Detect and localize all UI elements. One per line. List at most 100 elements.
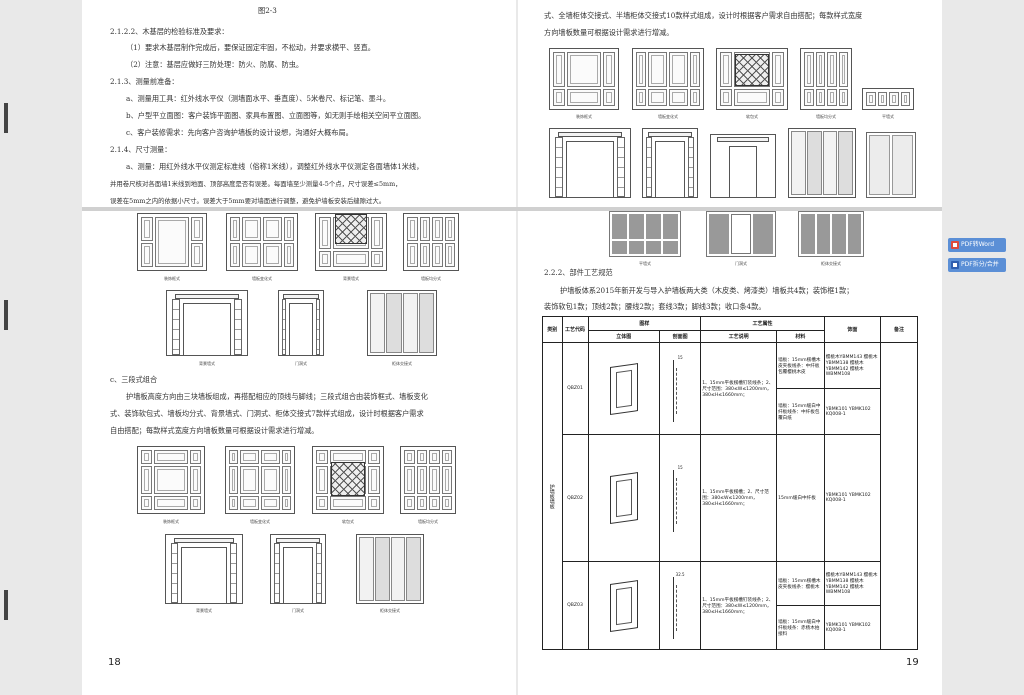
pdf-split-icon [951, 261, 959, 269]
text-line: c、客户装修需求：先向客户咨询护墙板的设计设想，沟通好大概布局。 [126, 128, 353, 137]
doorway-drawing [549, 128, 631, 198]
material-cell: 15mm缓白中纤板 [776, 434, 825, 562]
desc-cell: 1、15mm平板楞槽；2、尺寸范围：380≤W≤1200mm，380≤H≤166… [700, 434, 778, 562]
cabinet-drawing [356, 534, 424, 604]
header-desc: 工艺说明 [700, 330, 778, 343]
text-line: 护墙板体系2015年新开发与导入护墙板两大类（木皮类、烤漆类）墙板共4款；装饰框… [560, 286, 854, 295]
figure-caption: 墙板变化式 [252, 276, 272, 281]
material-cell: 墙板：15mm缓白中纤板线条：赤杨木拍接料 [776, 605, 825, 650]
remark-cell [880, 342, 918, 650]
material-cell: 墙板：15mm缓白中纤板线条：中纤板包覆白纸 [776, 388, 825, 435]
finish-cell: YBMK101 YBMK102 KQ008-1 [823, 434, 882, 562]
section-drawing-cell: 15 [659, 434, 702, 562]
header-category: 类别 [542, 316, 563, 343]
figure-caption: 平墙式 [882, 114, 894, 119]
lattice-panel-drawing [735, 54, 769, 86]
figure-caption: 门洞式 [292, 608, 304, 613]
text-line: 2.1.2.2、木基层的检验标准及要求： [110, 27, 229, 36]
figure-caption: 背景墙式 [199, 361, 215, 366]
page-number: 19 [906, 657, 919, 668]
figure-caption: 装饰框式 [163, 519, 179, 524]
lattice-panel-drawing [331, 462, 365, 496]
page-overlap-shadow [518, 207, 942, 211]
figure-caption: 柜体交接式 [380, 608, 400, 613]
text-line: 式、装饰软包式、墙板均分式、背景墙式、门洞式、柜体交接式7款样式组成，设计时根据… [110, 409, 424, 418]
3d-drawing-cell [587, 561, 661, 650]
text-line: 式、全墙柜体交接式、半墙柜体交接式10款样式组成，设计时根据客户需求自由搭配；每… [544, 11, 863, 20]
material-cell: 墙板：15mm楞槽木皮夹板线条：樱桃木 [776, 561, 825, 606]
cabinet-drawing [788, 128, 856, 198]
wall-panel-drawing [137, 213, 207, 271]
figure-caption: 墙板变化式 [658, 114, 678, 119]
wall-panel-drawing [800, 48, 852, 110]
figure-caption: 软包式 [746, 114, 758, 119]
code-cell: QBZ03 [561, 561, 589, 650]
text-line: 并用卷尺核对各面墙1米线到地面、顶部高度是否有误差。每面墙至少测量4-5个点，尺… [110, 180, 402, 188]
header-3d: 立体图 [587, 330, 661, 343]
pdf-to-word-label: PDF转Word [961, 241, 995, 248]
wall-panel-drawing [549, 48, 619, 110]
wall-panel-drawing [137, 446, 205, 514]
cabinet-drawing [367, 290, 437, 356]
section-heading: 2.2.2、部件工艺规范 [544, 268, 613, 277]
pdf-file-icon [951, 241, 959, 249]
page-number: 18 [108, 657, 121, 668]
figure-caption: 背景墙式 [343, 276, 359, 281]
code-cell: QBZ02 [561, 434, 589, 562]
section-drawing-cell: 32.5 [659, 561, 702, 650]
header-attr: 工艺属性 [700, 316, 825, 331]
cabinet-drawing [798, 211, 864, 257]
doorway-drawing [710, 134, 776, 198]
figure-caption: 墙板均分式 [418, 519, 438, 524]
finish-cell: YBMK101 YBMK102 KQ008-1 [823, 605, 882, 650]
doorway-drawing [278, 290, 324, 356]
plain-wall-drawing [866, 132, 916, 198]
lattice-panel-drawing [335, 214, 367, 244]
doorway-drawing [165, 534, 243, 604]
spec-table: 类别 工艺代码 图样 工艺属性 饰面 备注 立体图 剖面图 工艺说明 材料 护墙… [542, 316, 918, 650]
text-line: 2.1.4、尺寸测量： [110, 145, 172, 154]
finish-cell: 樱桃木YBMM143 樱桃木YBMM138 樱桃木YBMM142 樱桃木WBMM… [823, 561, 882, 606]
desc-cell: 1、15mm平板楞槽钉装线条；2、尺寸范围：380≤W≤1200mm，380≤H… [700, 561, 778, 650]
text-line: 护墙板高度方向由三块墙板组成，再搭配相应的顶线与脚线；三段式组合由装饰框式、墙板… [126, 392, 428, 401]
wall-panel-drawing [403, 213, 459, 271]
wall-panel-drawing [632, 48, 704, 110]
finish-cell: 樱桃木YBMM143 樱桃木YBMM138 樱桃木YBMM142 樱桃木WBMM… [823, 342, 882, 389]
doorway-drawing [642, 128, 698, 198]
pdf-to-word-button[interactable]: PDF转Word [948, 238, 1006, 252]
left-edge-tab-2[interactable] [4, 300, 8, 330]
figure-caption: 柜体交接式 [821, 261, 841, 266]
figure-caption: 墙板均分式 [421, 276, 441, 281]
text-line: 误差在5mm之内的依据小尺寸。误差大于5mm要对墙面进行调整，避免护墙板安装后缝… [110, 197, 386, 205]
header-section: 剖面图 [659, 330, 702, 343]
wall-panel-drawing [400, 446, 456, 514]
header-remark: 备注 [880, 316, 918, 343]
figure-caption: 背景墙式 [196, 608, 212, 613]
figure-caption: 装饰框式 [164, 276, 180, 281]
figure-caption: 平墙式 [639, 261, 651, 266]
text-line: b、户型平立面图：客户装饰平面图、家具布置图、立面图等，如无则手绘相关空间平立面… [126, 111, 426, 120]
code-cell: QBZ01 [561, 342, 589, 435]
text-line: （1）要求木基层制作完成后，要保证固定牢固，不松动，并要求横平、竖直。 [126, 43, 375, 52]
section-drawing-cell: 15 [659, 342, 702, 435]
text-line: 2.1.3、测量前准备： [110, 77, 179, 86]
text-line: 方向墙板数量可根据设计需求进行增减。 [544, 28, 674, 37]
left-edge-tab-3[interactable] [4, 590, 8, 620]
header-finish: 饰面 [823, 316, 882, 343]
wall-panel-drawing [226, 213, 298, 271]
figure-caption: 门洞式 [735, 261, 747, 266]
category-cell: 护墙板墙板 [542, 342, 563, 650]
doorway-drawing [270, 534, 326, 604]
pdf-split-merge-label: PDF拆分/合并 [961, 261, 999, 268]
text-line: 装饰软包1款；顶线2款；腰线2款；套线3款；脚线3款；收口条4款。 [544, 302, 766, 311]
figure-label: 图2-3 [258, 6, 277, 15]
finish-cell: YBMK101 YBMK102 KQ008-1 [823, 388, 882, 435]
3d-drawing-cell [587, 342, 661, 435]
header-code: 工艺代码 [561, 316, 589, 343]
doorway-drawing [166, 290, 248, 356]
doorway-drawing [706, 211, 776, 257]
figure-caption: 装饰框式 [576, 114, 592, 119]
pdf-split-merge-button[interactable]: PDF拆分/合并 [948, 258, 1006, 272]
figure-caption: 门洞式 [295, 361, 307, 366]
left-edge-tab[interactable] [4, 103, 8, 133]
